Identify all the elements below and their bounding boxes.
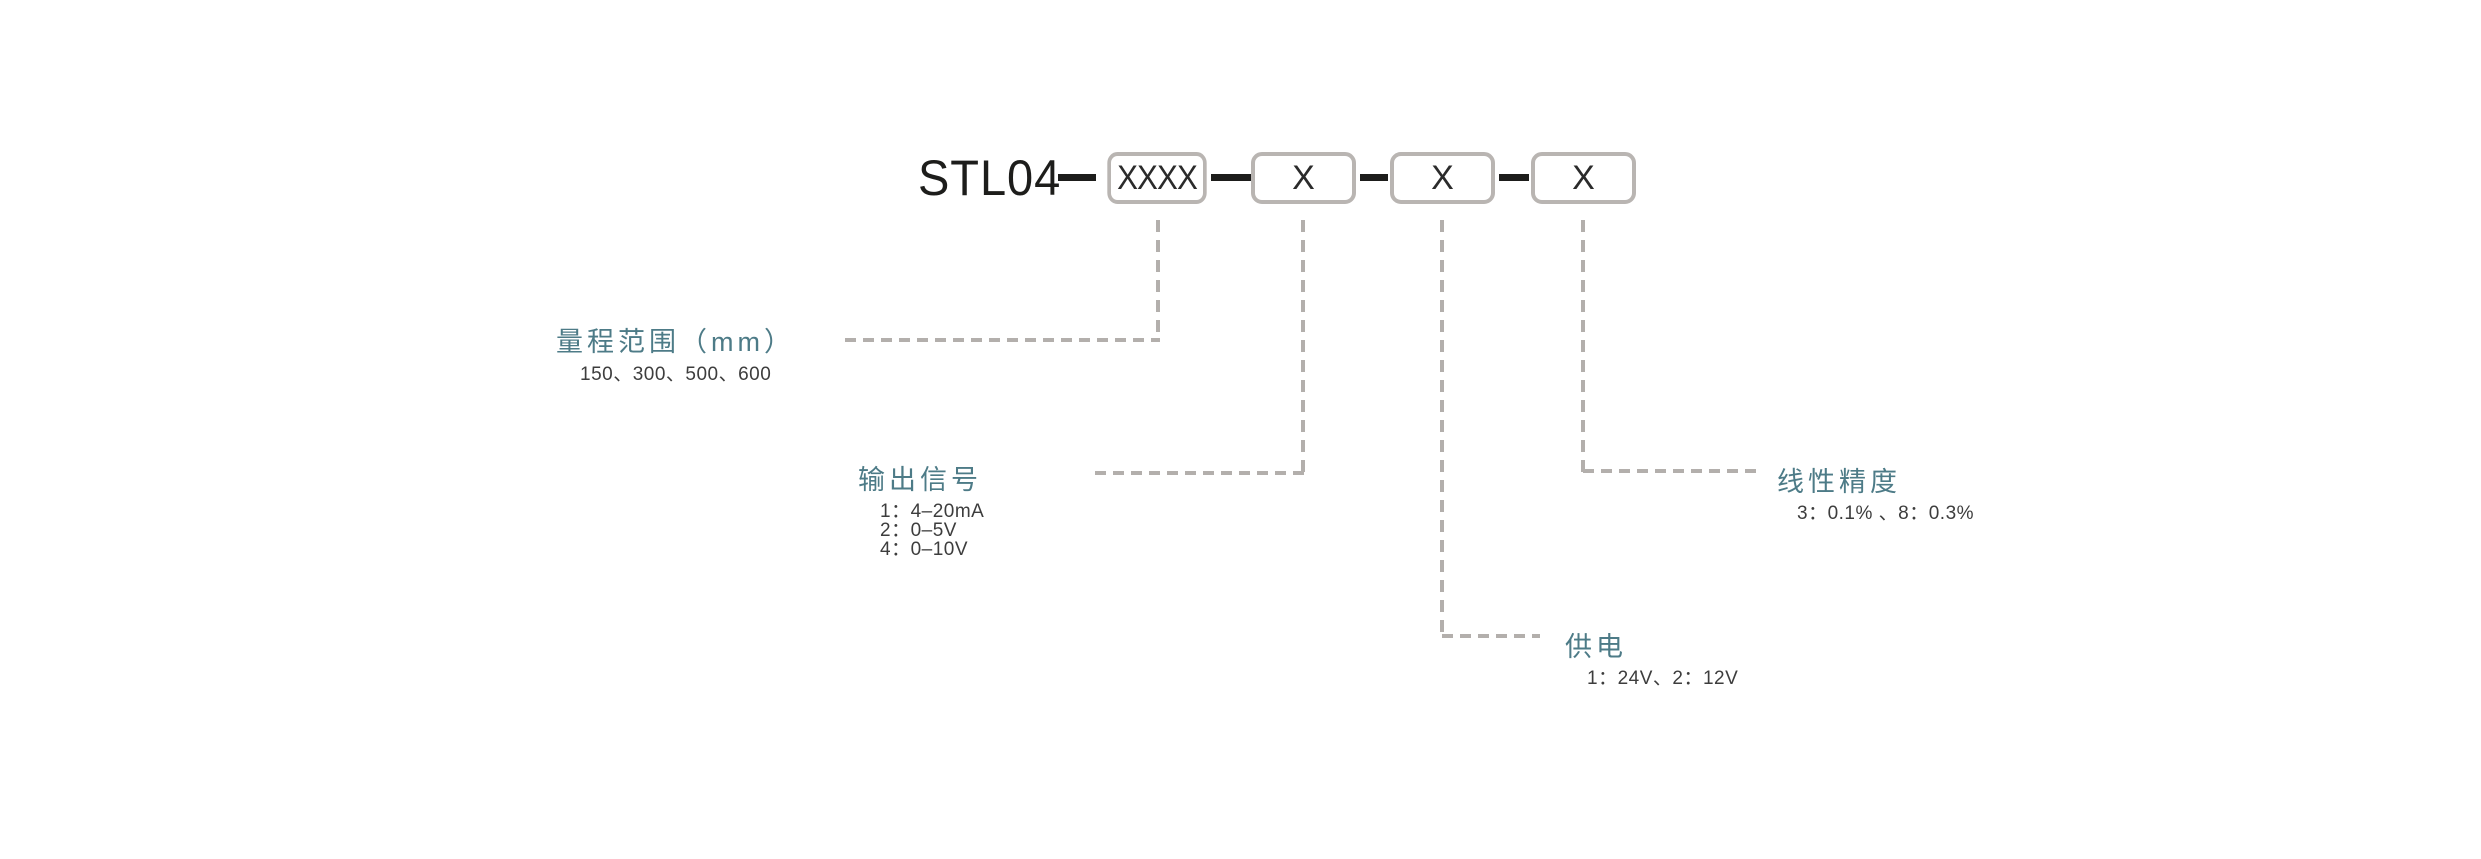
callout-value-line: 2：0–5V	[880, 519, 957, 541]
callout-label-linearity: 线性精度	[1777, 467, 1901, 497]
callout-value-line: 1：24V、2：12V	[1587, 668, 1739, 689]
callout-label-output-signal: 输出信号	[858, 465, 982, 495]
callout-value-line: 4：0–10V	[880, 538, 969, 560]
callout-values-measuring-range: 150、300、500、600	[580, 364, 772, 385]
code-box-power-supply: X	[1390, 152, 1495, 204]
code-box-range: XXXX	[1107, 152, 1207, 204]
callout-value-line: 1：4–20mA	[880, 501, 985, 522]
leader-line-output-horizontal	[1095, 471, 1305, 475]
callout-values-power-supply: 1：24V、2：12V	[1587, 668, 1739, 689]
code-connector-dash	[1058, 174, 1096, 181]
leader-line-linearity-horizontal	[1583, 469, 1758, 473]
leader-line-linearity-vertical	[1581, 220, 1585, 473]
code-box-output-signal: X	[1251, 152, 1356, 204]
leader-line-range-vertical	[1156, 220, 1160, 342]
leader-line-power-vertical	[1440, 220, 1444, 638]
code-connector-dash	[1211, 174, 1251, 181]
callout-label-power-supply: 供电	[1565, 632, 1627, 662]
code-connector-dash	[1499, 174, 1529, 181]
leader-line-power-horizontal	[1442, 634, 1540, 638]
callout-value-line: 150、300、500、600	[580, 364, 772, 385]
callout-value-line: 3：0.1% 、8：0.3%	[1797, 503, 1975, 524]
leader-line-output-vertical	[1301, 220, 1305, 475]
callout-values-output-signal: 1：4–20mA 2：0–5V 4：0–10V	[880, 501, 985, 560]
model-prefix-text: STL04	[918, 150, 1062, 206]
code-box-linearity: X	[1531, 152, 1636, 204]
code-connector-dash	[1360, 174, 1388, 181]
callout-label-measuring-range: 量程范围（mm）	[556, 327, 795, 357]
leader-line-range-horizontal	[845, 338, 1160, 342]
callout-values-linearity: 3：0.1% 、8：0.3%	[1797, 503, 1975, 524]
